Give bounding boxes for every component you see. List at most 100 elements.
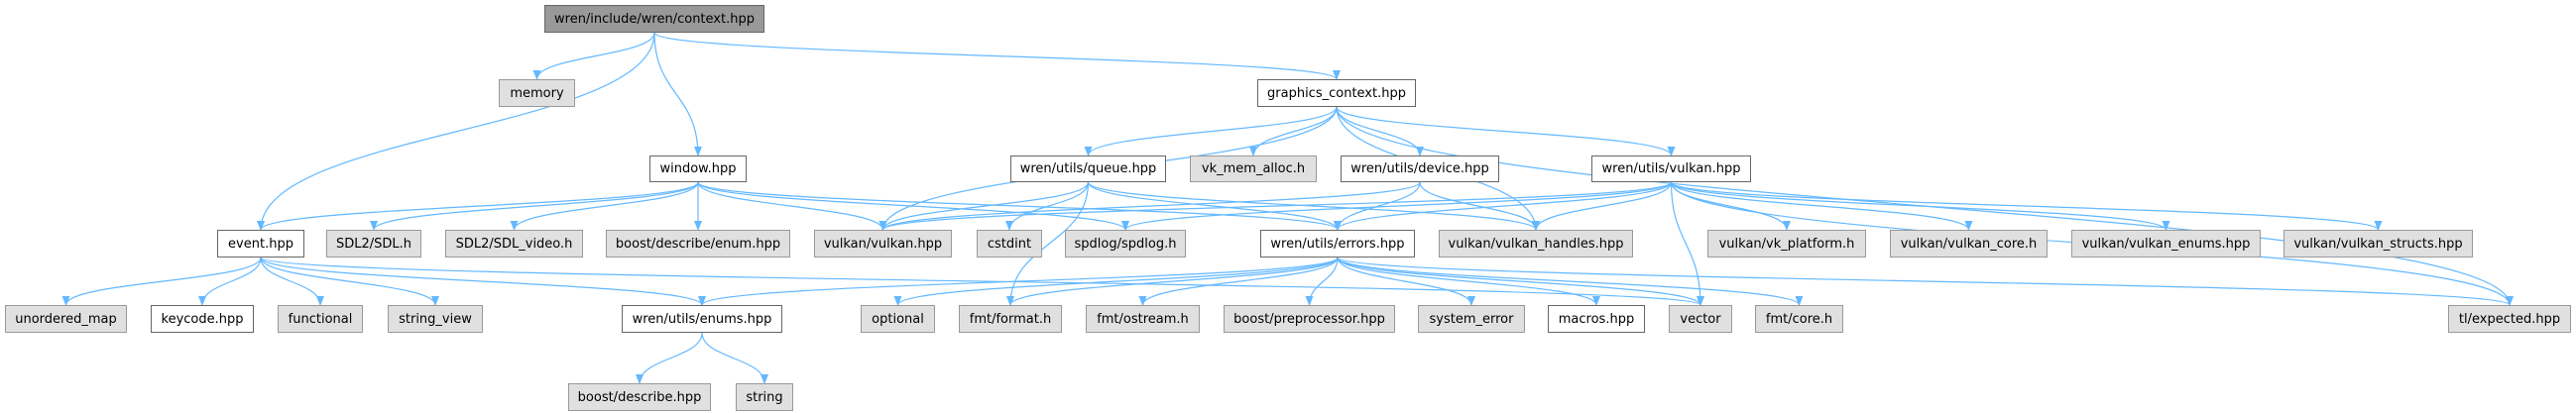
node-enums[interactable]: wren/utils/enums.hpp xyxy=(622,305,782,333)
edge-event-to-functional xyxy=(260,257,324,306)
node-event[interactable]: event.hpp xyxy=(217,230,304,258)
node-fmt-format[interactable]: fmt/format.h xyxy=(959,305,1062,333)
edge-graphics-context-to-utils-vulkan xyxy=(1336,106,1676,156)
node-optional[interactable]: optional xyxy=(861,305,935,333)
node-vk-mem-alloc[interactable]: vk_mem_alloc.h xyxy=(1190,155,1317,182)
edge-errors-to-vector xyxy=(1337,257,1704,306)
node-tl-expected[interactable]: tl/expected.hpp xyxy=(2448,305,2571,333)
node-label: string xyxy=(746,389,783,405)
edge-enums-to-string xyxy=(701,332,768,384)
node-memory[interactable]: memory xyxy=(499,79,575,107)
node-utils-vulkan[interactable]: wren/utils/vulkan.hpp xyxy=(1591,155,1751,182)
edge-errors-to-optional xyxy=(893,257,1339,306)
edge-utils-vulkan-to-vulkan-enums xyxy=(1670,181,2170,231)
node-label: optional xyxy=(872,311,924,327)
node-graphics-context[interactable]: graphics_context.hpp xyxy=(1257,79,1416,107)
node-label: wren/utils/device.hpp xyxy=(1350,161,1489,176)
edge-window-to-vulkan-hpp xyxy=(697,181,887,231)
node-spdlog[interactable]: spdlog/spdlog.h xyxy=(1065,230,1186,258)
node-label: vulkan/vulkan_enums.hpp xyxy=(2081,236,2251,252)
edge-utils-vulkan-to-errors xyxy=(1334,181,1673,231)
node-functional[interactable]: functional xyxy=(278,305,363,333)
edge-window-to-sdl xyxy=(370,181,699,231)
edge-errors-to-system-error xyxy=(1337,257,1475,306)
node-label: spdlog/spdlog.h xyxy=(1074,236,1177,252)
edge-errors-to-fmt-core xyxy=(1337,257,1804,306)
node-vulkan-hpp[interactable]: vulkan/vulkan.hpp xyxy=(814,230,952,258)
node-unordered-map[interactable]: unordered_map xyxy=(5,305,127,333)
node-describe-enum[interactable]: boost/describe/enum.hpp xyxy=(606,230,790,258)
edge-queue-to-cstdint xyxy=(1005,181,1090,231)
edge-context-to-event xyxy=(257,32,655,231)
node-string-view[interactable]: string_view xyxy=(388,305,483,333)
node-vulkan-core[interactable]: vulkan/vulkan_core.h xyxy=(1890,230,2048,258)
edge-queue-to-vulkan-hpp xyxy=(878,181,1090,231)
edge-queue-to-errors xyxy=(1087,181,1342,231)
node-label: boost/preprocessor.hpp xyxy=(1233,311,1385,327)
node-label: wren/utils/queue.hpp xyxy=(1019,161,1157,176)
node-cstdint[interactable]: cstdint xyxy=(977,230,1042,258)
node-label: vk_mem_alloc.h xyxy=(1201,161,1306,176)
edge-graphics-context-to-vk-mem-alloc xyxy=(1249,106,1338,156)
edge-event-to-keycode xyxy=(198,257,262,306)
node-fmt-core[interactable]: fmt/core.h xyxy=(1755,305,1843,333)
node-label: wren/utils/errors.hpp xyxy=(1270,236,1405,252)
node-device[interactable]: wren/utils/device.hpp xyxy=(1341,155,1499,182)
node-errors[interactable]: wren/utils/errors.hpp xyxy=(1260,230,1415,258)
node-string[interactable]: string xyxy=(736,383,793,411)
node-label: window.hpp xyxy=(659,161,737,176)
edge-errors-to-enums xyxy=(698,257,1339,306)
node-vulkan-handles[interactable]: vulkan/vulkan_handles.hpp xyxy=(1439,230,1633,258)
node-label: vulkan/vk_platform.h xyxy=(1718,236,1855,252)
edge-event-to-unordered-map xyxy=(61,257,262,306)
node-sdl-video[interactable]: SDL2/SDL_video.h xyxy=(445,230,583,258)
node-label: memory xyxy=(510,85,564,101)
node-label: cstdint xyxy=(987,236,1032,252)
node-vulkan-enums[interactable]: vulkan/vulkan_enums.hpp xyxy=(2071,230,2261,258)
edge-utils-vulkan-to-vulkan-structs xyxy=(1670,181,2383,231)
node-label: event.hpp xyxy=(228,236,293,252)
node-macros[interactable]: macros.hpp xyxy=(1548,305,1645,333)
node-vulkan-structs[interactable]: vulkan/vulkan_structs.hpp xyxy=(2283,230,2473,258)
node-preprocessor[interactable]: boost/preprocessor.hpp xyxy=(1224,305,1395,333)
node-keycode[interactable]: keycode.hpp xyxy=(151,305,254,333)
edge-context-to-memory xyxy=(532,32,655,80)
edge-utils-vulkan-to-vulkan-hpp xyxy=(878,181,1673,231)
edge-utils-vulkan-to-spdlog xyxy=(1121,181,1673,231)
node-fmt-ostream[interactable]: fmt/ostream.h xyxy=(1086,305,1200,333)
node-label: vulkan/vulkan_handles.hpp xyxy=(1448,236,1624,252)
node-label: vector xyxy=(1680,311,1721,327)
edge-queue-to-fmt-format xyxy=(1006,181,1090,306)
edge-device-to-vulkan-handles xyxy=(1419,181,1540,231)
node-queue[interactable]: wren/utils/queue.hpp xyxy=(1010,155,1166,182)
edge-event-to-vector xyxy=(260,257,1704,306)
node-label: SDL2/SDL_video.h xyxy=(455,236,573,252)
edge-context-to-window xyxy=(653,32,702,156)
edge-device-to-vulkan-hpp xyxy=(878,181,1421,231)
node-system-error[interactable]: system_error xyxy=(1418,305,1525,333)
node-label: tl/expected.hpp xyxy=(2458,311,2561,327)
edge-errors-to-preprocessor xyxy=(1305,257,1339,306)
node-vk-platform[interactable]: vulkan/vk_platform.h xyxy=(1707,230,1866,258)
node-window[interactable]: window.hpp xyxy=(649,155,747,182)
node-boost-describe[interactable]: boost/describe.hpp xyxy=(568,383,711,411)
edge-graphics-context-to-queue xyxy=(1084,106,1338,156)
edge-errors-to-fmt-format xyxy=(1006,257,1339,306)
node-label: boost/describe.hpp xyxy=(577,389,702,405)
node-label: graphics_context.hpp xyxy=(1267,85,1406,101)
node-sdl[interactable]: SDL2/SDL.h xyxy=(326,230,421,258)
edge-errors-to-macros xyxy=(1337,257,1600,306)
edge-errors-to-fmt-ostream xyxy=(1138,257,1339,306)
edge-context-to-graphics-context xyxy=(653,32,1341,80)
edge-queue-to-vulkan-handles xyxy=(1087,181,1540,231)
node-vector[interactable]: vector xyxy=(1669,305,1732,333)
node-context[interactable]: wren/include/wren/context.hpp xyxy=(544,5,764,33)
edge-utils-vulkan-to-vector xyxy=(1670,181,1704,306)
node-label: string_view xyxy=(399,311,472,327)
edge-errors-to-tl-expected xyxy=(1337,257,2514,306)
edge-window-to-spdlog xyxy=(697,181,1129,231)
node-label: wren/utils/vulkan.hpp xyxy=(1601,161,1741,176)
node-label: boost/describe/enum.hpp xyxy=(615,236,781,252)
edge-event-to-string-view xyxy=(260,257,439,306)
